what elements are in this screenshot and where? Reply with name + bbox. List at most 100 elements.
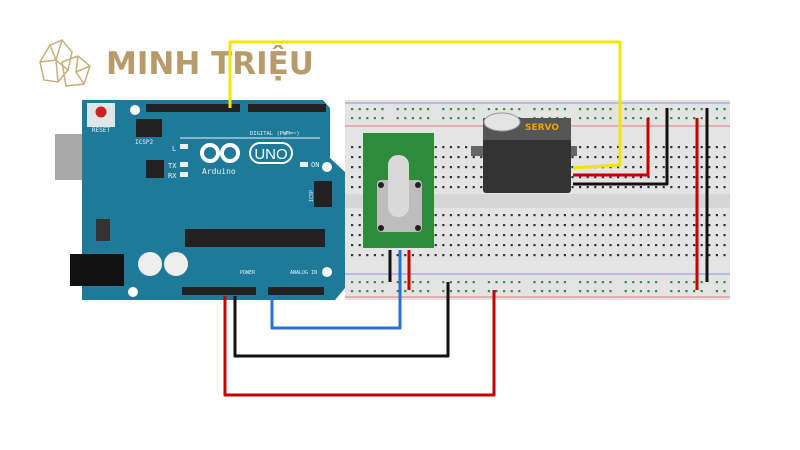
breadboard-hole bbox=[685, 108, 688, 111]
breadboard-hole bbox=[723, 108, 726, 111]
breadboard-hole bbox=[586, 214, 589, 217]
breadboard-hole bbox=[670, 146, 673, 149]
breadboard-hole bbox=[571, 224, 574, 227]
breadboard-hole bbox=[708, 186, 711, 189]
breadboard-hole bbox=[358, 156, 361, 159]
breadboard-hole bbox=[647, 176, 650, 179]
breadboard-hole bbox=[510, 244, 513, 247]
breadboard-hole bbox=[655, 214, 658, 217]
potentiometer[interactable] bbox=[363, 133, 434, 248]
atmega-chip bbox=[185, 229, 325, 247]
breadboard-hole bbox=[723, 117, 726, 120]
breadboard-hole bbox=[533, 224, 536, 227]
breadboard-hole bbox=[708, 176, 711, 179]
breadboard-hole bbox=[510, 234, 513, 237]
breadboard-hole bbox=[533, 234, 536, 237]
breadboard-hole bbox=[366, 281, 369, 284]
breadboard-hole bbox=[655, 156, 658, 159]
breadboard-hole bbox=[655, 281, 658, 284]
breadboard-hole bbox=[639, 166, 642, 169]
breadboard-hole bbox=[601, 281, 604, 284]
breadboard-hole bbox=[472, 186, 475, 189]
breadboard-hole bbox=[685, 146, 688, 149]
breadboard-hole bbox=[670, 108, 673, 111]
breadboard-hole bbox=[617, 166, 620, 169]
breadboard-hole bbox=[465, 108, 468, 111]
breadboard-hole bbox=[662, 254, 665, 257]
breadboard-hole bbox=[434, 166, 437, 169]
breadboard-hole bbox=[472, 108, 475, 111]
breadboard-hole bbox=[563, 290, 566, 293]
breadboard-hole bbox=[556, 281, 559, 284]
breadboard-hole bbox=[670, 290, 673, 293]
breadboard-hole bbox=[358, 108, 361, 111]
breadboard-hole bbox=[639, 244, 642, 247]
breadboard-hole bbox=[358, 234, 361, 237]
breadboard-hole bbox=[351, 166, 354, 169]
breadboard-hole bbox=[449, 156, 452, 159]
breadboard-hole bbox=[693, 224, 696, 227]
breadboard-hole bbox=[434, 146, 437, 149]
breadboard-hole bbox=[351, 290, 354, 293]
breadboard-hole bbox=[571, 166, 574, 169]
breadboard-hole bbox=[677, 290, 680, 293]
breadboard-hole bbox=[457, 281, 460, 284]
breadboard-hole bbox=[358, 244, 361, 247]
breadboard-hole bbox=[442, 214, 445, 217]
breadboard-hole bbox=[617, 146, 620, 149]
breadboard-hole bbox=[662, 244, 665, 247]
breadboard-hole bbox=[548, 244, 551, 247]
breadboard-hole bbox=[693, 156, 696, 159]
breadboard-hole bbox=[351, 244, 354, 247]
breadboard-hole bbox=[449, 281, 452, 284]
breadboard-hole bbox=[427, 108, 430, 111]
breadboard-hole bbox=[594, 214, 597, 217]
breadboard-hole bbox=[632, 214, 635, 217]
breadboard-hole bbox=[624, 156, 627, 159]
breadboard-hole bbox=[358, 254, 361, 257]
breadboard-hole bbox=[579, 281, 582, 284]
breadboard-hole bbox=[434, 244, 437, 247]
breadboard-hole bbox=[351, 224, 354, 227]
breadboard-hole bbox=[723, 176, 726, 179]
breadboard-hole bbox=[693, 166, 696, 169]
logo-text: MINH TRIỆU bbox=[106, 45, 314, 82]
breadboard-hole bbox=[358, 224, 361, 227]
breadboard-hole bbox=[715, 108, 718, 111]
breadboard-hole bbox=[639, 108, 642, 111]
breadboard-hole bbox=[411, 117, 414, 120]
breadboard-hole bbox=[624, 146, 627, 149]
breadboard-hole bbox=[586, 117, 589, 120]
breadboard-hole bbox=[396, 117, 399, 120]
power-jack bbox=[70, 254, 124, 286]
pot-knob[interactable] bbox=[388, 155, 409, 217]
breadboard-hole bbox=[700, 146, 703, 149]
servo-horn bbox=[483, 112, 521, 132]
breadboard-hole bbox=[723, 186, 726, 189]
breadboard-hole bbox=[503, 290, 506, 293]
breadboard-hole bbox=[563, 214, 566, 217]
breadboard-hole bbox=[632, 224, 635, 227]
breadboard-hole bbox=[655, 244, 658, 247]
breadboard-hole bbox=[579, 214, 582, 217]
breadboard-hole bbox=[419, 117, 422, 120]
breadboard-hole bbox=[609, 214, 612, 217]
breadboard-hole bbox=[373, 281, 376, 284]
breadboard-hole bbox=[715, 146, 718, 149]
wire-servo-ground-black bbox=[573, 108, 669, 186]
breadboard-hole bbox=[518, 234, 521, 237]
breadboard-hole bbox=[419, 281, 422, 284]
reset-button[interactable] bbox=[95, 106, 107, 118]
breadboard-hole bbox=[624, 224, 627, 227]
breadboard-hole bbox=[632, 254, 635, 257]
breadboard-hole bbox=[670, 254, 673, 257]
breadboard-hole bbox=[685, 214, 688, 217]
breadboard-hole bbox=[715, 234, 718, 237]
breadboard-hole bbox=[715, 254, 718, 257]
breadboard-hole bbox=[586, 146, 589, 149]
breadboard-hole bbox=[465, 146, 468, 149]
breadboard-hole bbox=[586, 156, 589, 159]
breadboard-hole bbox=[594, 224, 597, 227]
breadboard-hole bbox=[647, 108, 650, 111]
breadboard-hole bbox=[579, 244, 582, 247]
